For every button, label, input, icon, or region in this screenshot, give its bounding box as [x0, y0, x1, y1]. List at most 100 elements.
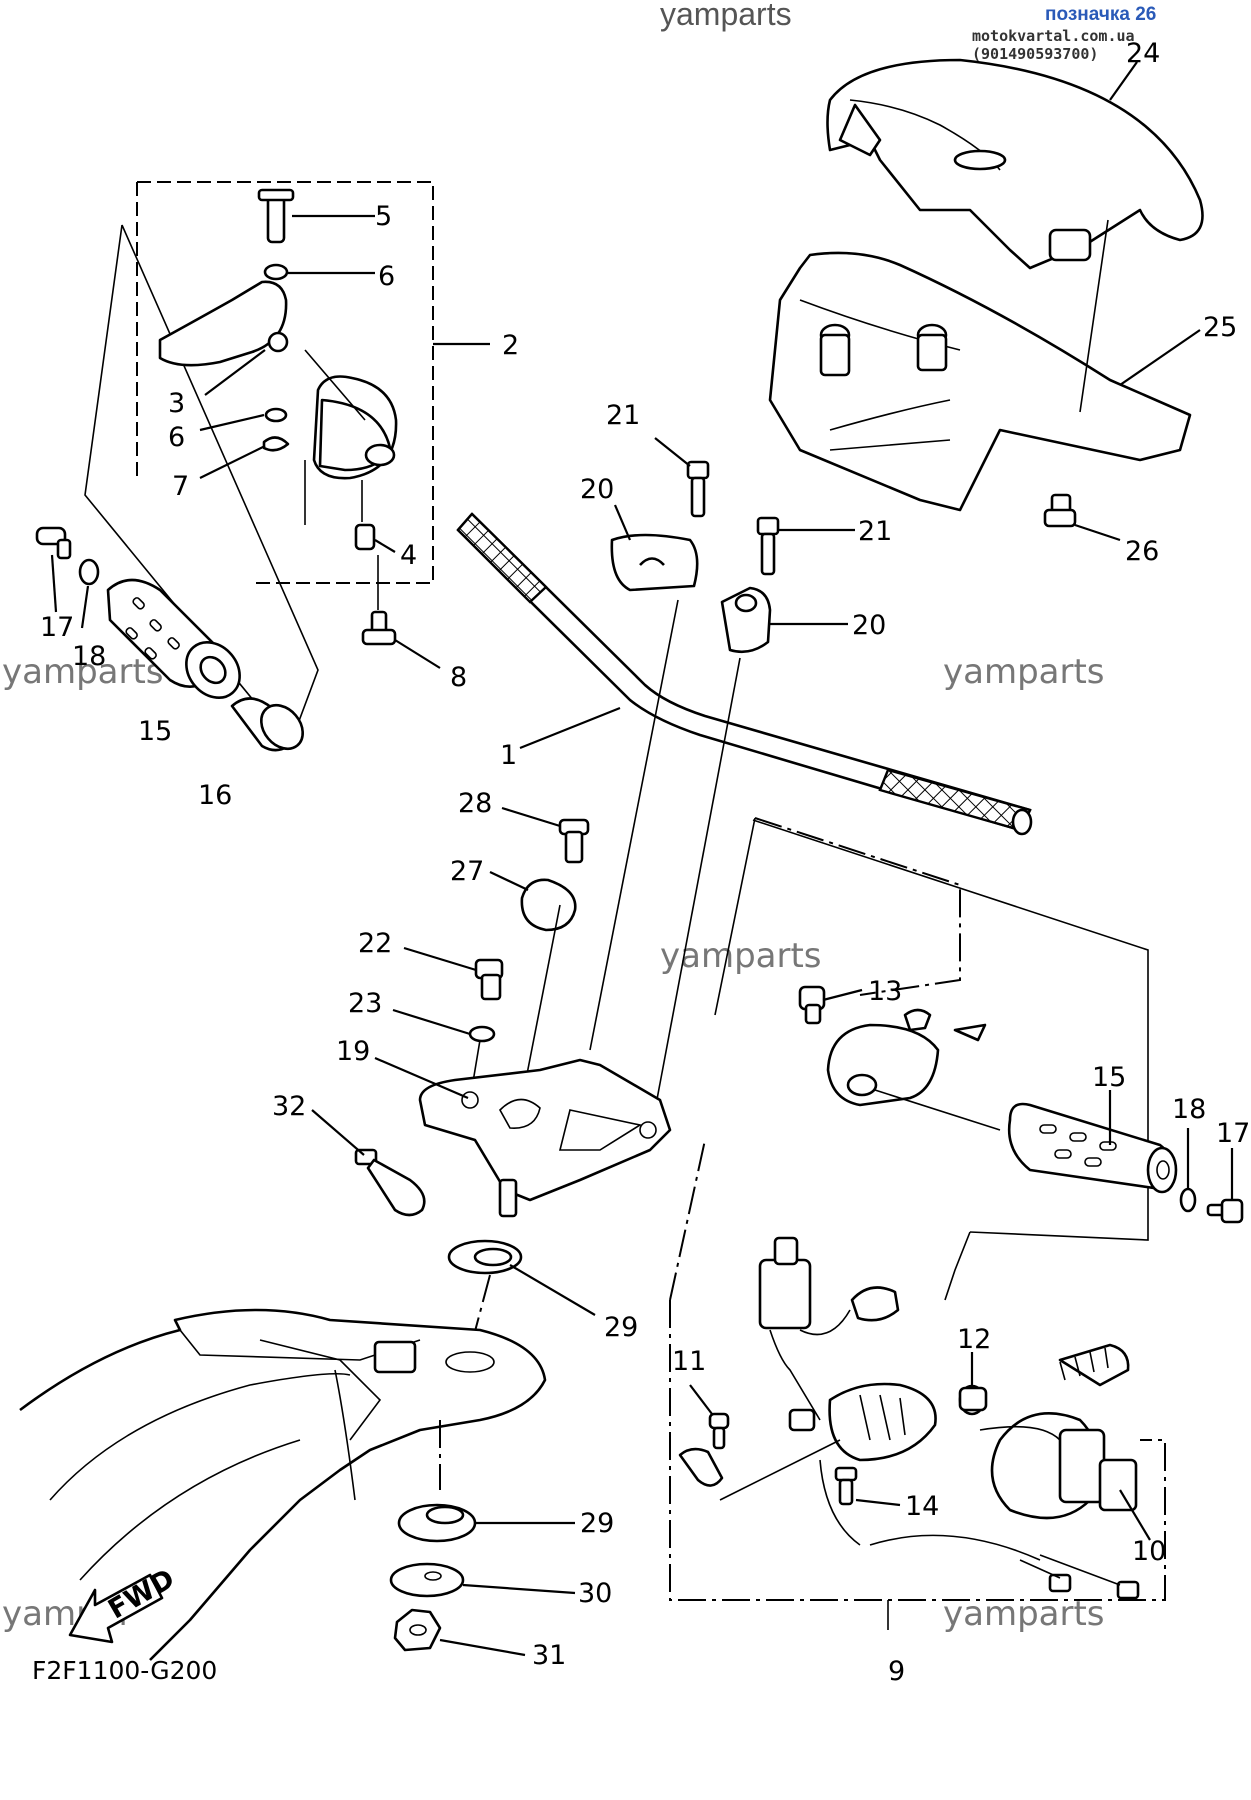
callout-18a: 18 — [72, 641, 106, 672]
callout-25: 25 — [1203, 312, 1237, 343]
leader-32 — [311, 1109, 365, 1156]
watermark-left-top: yamparts — [2, 652, 164, 692]
callout-24: 24 — [1126, 38, 1160, 69]
part-11-screw — [708, 1412, 730, 1450]
leader-17a — [50, 554, 58, 613]
leader-26 — [1074, 523, 1121, 542]
leader-28 — [501, 806, 561, 828]
callout-28: 28 — [458, 788, 492, 819]
callout-17a: 17 — [40, 612, 74, 643]
part-17-bolt-left — [35, 526, 72, 560]
part-15-grip-left — [106, 578, 241, 699]
switch-module — [758, 1236, 937, 1462]
callout-29a: 29 — [604, 1312, 638, 1343]
leader-30 — [462, 1583, 576, 1595]
part-11-clip — [678, 1447, 724, 1487]
callout-13: 13 — [868, 976, 902, 1007]
part-8-screw — [361, 610, 397, 646]
part-2-holder — [312, 375, 398, 480]
part-26-screw — [1043, 493, 1077, 528]
callout-20b: 20 — [852, 610, 886, 641]
leader-31 — [439, 1638, 526, 1657]
leader-24 — [1109, 61, 1138, 101]
callout-5: 5 — [375, 201, 392, 232]
callout-10: 10 — [1132, 1536, 1166, 1567]
callout-27: 27 — [450, 856, 484, 887]
callout-1: 1 — [500, 740, 517, 771]
leader-25 — [1119, 329, 1201, 386]
part-18-washer-right — [1179, 1187, 1197, 1213]
leader-7 — [199, 445, 266, 479]
leader-18a — [80, 585, 90, 629]
tag-label: позначка 26 — [1045, 4, 1157, 25]
part-31-nut — [393, 1608, 442, 1652]
part-1-handlebar — [456, 512, 1033, 836]
leader-20a — [613, 504, 632, 541]
part-15-grip-right — [1007, 1102, 1178, 1194]
callout-18b: 18 — [1172, 1094, 1206, 1125]
right-switch-housing — [826, 1008, 987, 1107]
part-12-switch — [958, 1384, 988, 1416]
leader-6b — [199, 413, 265, 432]
plate-screw — [498, 1178, 518, 1218]
part-3-lever — [158, 280, 289, 367]
leader-23 — [392, 1008, 471, 1036]
part-27-clip — [520, 878, 577, 932]
part-23-washer — [468, 1025, 496, 1043]
callout-6a: 6 — [378, 261, 395, 292]
left-assembly-frame — [137, 181, 434, 584]
callout-21b: 21 — [858, 516, 892, 547]
callout-19: 19 — [336, 1036, 370, 1067]
part-17-bolt-right — [1206, 1198, 1244, 1224]
callout-2: 2 — [502, 330, 519, 361]
right-grip-frame — [752, 819, 1149, 1241]
part-13-screw — [798, 985, 826, 1025]
part-32-cable-tie — [354, 1148, 426, 1217]
part-6-washer — [263, 263, 289, 281]
callout-26: 26 — [1125, 536, 1159, 567]
part-5-bolt — [257, 188, 295, 244]
leader-3 — [204, 349, 266, 396]
part-29-grommet-lower — [397, 1503, 477, 1543]
callout-4: 4 — [400, 540, 417, 571]
part-28-screw — [558, 818, 590, 864]
callout-31: 31 — [532, 1640, 566, 1671]
diagram-code: F2F1100-G200 — [32, 1656, 218, 1685]
leader-1 — [519, 706, 621, 750]
callout-21a: 21 — [606, 400, 640, 431]
leader-4 — [374, 539, 396, 553]
callout-6b: 6 — [168, 422, 185, 453]
assembly-9-frame — [669, 1300, 1166, 1601]
callout-14: 14 — [905, 1491, 939, 1522]
leader-27 — [489, 871, 529, 891]
callout-3: 3 — [168, 388, 185, 419]
leader-22 — [403, 946, 477, 972]
leader-29a — [509, 1264, 596, 1316]
callout-22: 22 — [358, 928, 392, 959]
connector-plugs — [1019, 1554, 1140, 1600]
leader-21a — [654, 437, 691, 467]
contact-label: motokvartal.com.ua (901490593700) — [972, 27, 1135, 63]
part-21-bolt-b — [756, 516, 780, 576]
callout-9: 9 — [888, 1656, 905, 1687]
part-22-switch — [474, 958, 504, 1001]
callout-29b: 29 — [580, 1508, 614, 1539]
part-16-weight — [230, 697, 304, 752]
callout-12: 12 — [957, 1324, 991, 1355]
watermark-right-top: yamparts — [943, 652, 1105, 692]
site-title: yamparts — [660, 0, 792, 32]
leader-14 — [855, 1498, 901, 1507]
leader-19 — [374, 1056, 469, 1100]
part-21-bolt-a — [686, 460, 710, 518]
leader-13 — [822, 988, 863, 1002]
part-30-washer — [389, 1562, 465, 1598]
callout-20a: 20 — [580, 474, 614, 505]
part-7-clip — [262, 436, 290, 452]
part-18-washer-left — [78, 558, 100, 586]
part-14-screw — [834, 1466, 858, 1506]
callout-16: 16 — [198, 780, 232, 811]
part-29-grommet-top — [447, 1239, 523, 1275]
leader-8 — [394, 639, 441, 669]
